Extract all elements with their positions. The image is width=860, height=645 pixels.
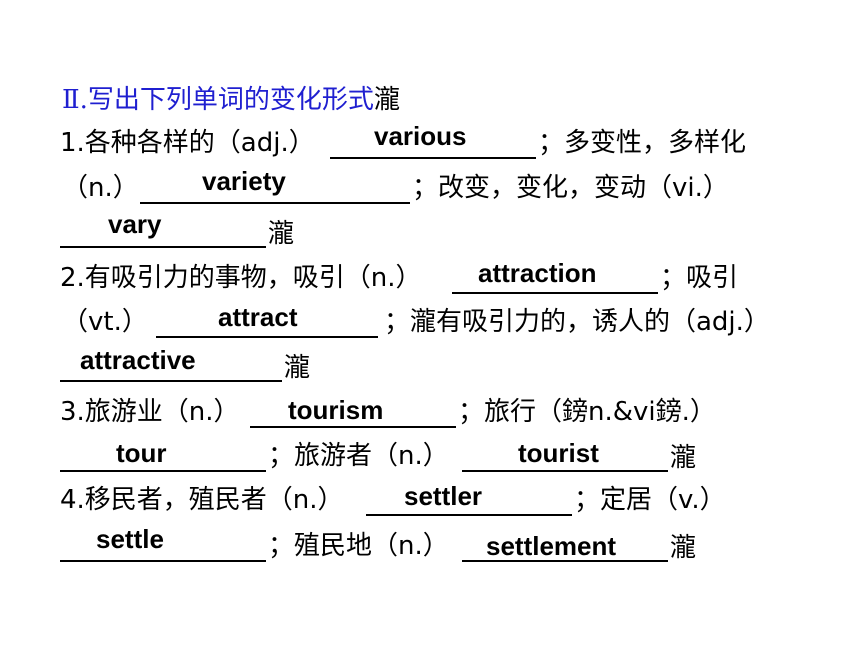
exercise-title-tail: 瀧 [373,85,400,115]
item-4-answer-3: settlement [486,531,617,561]
item-4-text-3: ；殖民地（n.） [268,531,449,561]
item-2-answer-1: attraction [478,258,597,288]
item-4-blank-1[interactable] [366,484,572,516]
item-1-prompt: 1.各种各样的（adj.） [60,128,315,158]
item-2-text-3: （vt.） [62,307,148,337]
item-2-text-2: ；吸引 [660,263,739,293]
item-4-end: 瀧 [670,533,697,563]
item-1-end: 瀧 [268,219,295,249]
item-3-blank-3[interactable] [462,440,668,472]
item-1-answer-1: various [374,121,467,151]
item-4-blank-2[interactable] [60,530,266,562]
item-3-answer-1: tourism [288,395,384,425]
item-1-text-4: ；改变，变化，变动（vi.） [412,173,729,203]
item-1-blank-3[interactable] [60,216,266,248]
item-2-prompt: 2.有吸引力的事物，吸引（n.） [60,263,422,293]
item-3-blank-1[interactable] [250,396,456,428]
item-4-text-2: ；定居（v.） [574,485,726,515]
item-4-blank-3[interactable] [462,530,668,562]
item-2-blank-2[interactable] [156,306,378,338]
item-1-blank-2[interactable] [140,172,410,204]
exercise-title: Ⅱ.写出下列单词的变化形式瀧 [62,84,400,116]
item-1-text-3: （n.） [62,173,139,203]
item-4-answer-2: settle [96,524,164,554]
item-4-answer-1: settler [404,481,483,511]
item-3-text-3: ；旅游者（n.） [268,441,449,471]
item-3-end: 瀧 [670,443,697,473]
item-2-answer-3: attractive [80,345,196,375]
item-2-answer-2: attract [218,302,298,332]
item-3-answer-3: tourist [518,438,599,468]
item-4-prompt: 4.移民者，殖民者（n.） [60,485,344,515]
item-1-answer-2: variety [202,166,286,196]
item-2-blank-3[interactable] [60,350,282,382]
item-1-text-2: ；多变性，多样化 [538,128,747,158]
item-2-end: 瀧 [284,353,311,383]
item-1-blank-1[interactable] [330,127,536,159]
exercise-title-text: Ⅱ.写出下列单词的变化形式 [62,85,374,115]
item-1-answer-3: vary [108,209,162,239]
item-3-prompt: 3.旅游业（n.） [60,397,240,427]
item-3-answer-2: tour [116,438,167,468]
item-2-text-4: ；瀧有吸引力的，诱人的（adj.） [384,307,770,337]
item-2-blank-1[interactable] [452,262,658,294]
item-3-text-2: ；旅行（鎊n.&vi鎊.） [458,397,716,427]
item-3-blank-2[interactable] [60,440,266,472]
